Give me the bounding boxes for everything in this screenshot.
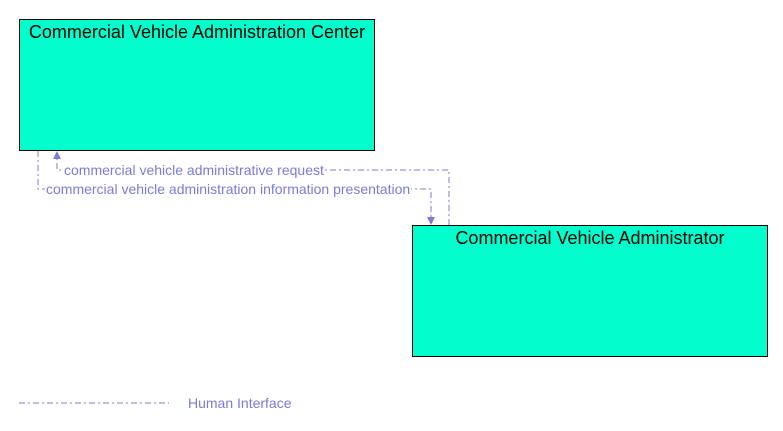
arrowhead-up-icon bbox=[53, 151, 61, 159]
node-label: Commercial Vehicle Administrator bbox=[455, 228, 725, 248]
node-commercial-vehicle-administration-center: Commercial Vehicle Administration Center bbox=[19, 19, 375, 151]
node-commercial-vehicle-administrator: Commercial Vehicle Administrator bbox=[412, 225, 768, 357]
flow-label-information-presentation: commercial vehicle administration inform… bbox=[45, 181, 412, 197]
legend-label: Human Interface bbox=[188, 395, 292, 411]
node-label: Commercial Vehicle Administration Center bbox=[28, 22, 366, 42]
arrowhead-down-icon bbox=[427, 217, 435, 225]
flow-label-administrative-request: commercial vehicle administrative reques… bbox=[63, 162, 325, 178]
flow-line-administrative-request bbox=[56, 158, 450, 225]
